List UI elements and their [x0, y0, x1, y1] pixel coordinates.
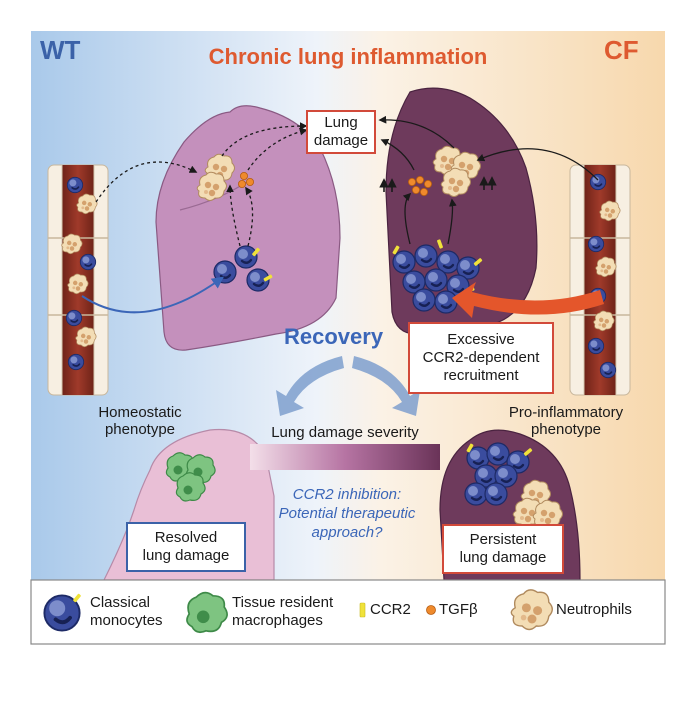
diagram-title: Chronic lung inflammation: [208, 44, 488, 69]
right-solid-arrows: [378, 115, 599, 245]
proinflammatory-phenotype-label: Pro-inflammatory phenotype: [496, 404, 636, 439]
question-line-1: CCR2 inhibition:: [292, 486, 402, 503]
legend-macrophages-line-1: Tissue resident: [232, 594, 334, 611]
right-blood-vessel: [569, 164, 631, 396]
legend-ccr2-label: CCR2: [370, 601, 411, 618]
persistent-line-1: Persistent: [469, 531, 537, 548]
legend-monocytes-line-1: Classical: [90, 594, 151, 611]
legend-ccr2-icon: [359, 602, 366, 618]
lung-damage-line-1: Lung: [324, 114, 358, 131]
legend-tgfb-label: TGFβ: [439, 601, 478, 618]
recovery-arrow-left: [276, 356, 344, 416]
legend-monocytes-line-2: monocytes: [90, 612, 163, 629]
recovery-label: Recovery: [284, 324, 384, 349]
wt-label: WT: [40, 35, 81, 65]
legend-monocytes-label: Classical monocytes: [90, 594, 163, 630]
diseased-lung: [385, 87, 538, 335]
excessive-recruitment-box: Excessive CCR2-dependent recruitment: [408, 322, 554, 394]
cf-label: CF: [604, 35, 639, 65]
lung-damage-box: Lung damage: [306, 110, 376, 154]
excessive-line-3: recruitment: [443, 367, 519, 384]
persistent-line-2: lung damage: [459, 549, 547, 566]
increase-arrows: [379, 176, 497, 192]
severity-gradient-bar: [250, 444, 440, 470]
resolved-line-2: lung damage: [142, 547, 230, 564]
proinflammatory-line-1: Pro-inflammatory: [508, 404, 624, 421]
legend-tgfb-icon: [426, 605, 436, 615]
homeostatic-phenotype-label: Homeostatic phenotype: [80, 404, 200, 439]
homeostatic-line-1: Homeostatic: [98, 404, 182, 421]
persistent-damage-box: Persistent lung damage: [442, 524, 564, 574]
lung-damage-line-2: damage: [313, 132, 369, 149]
therapeutic-question: CCR2 inhibition: Potential therapeutic a…: [262, 486, 432, 542]
homeostatic-recruitment-arrow: [81, 276, 224, 314]
excessive-recruitment-arrow: [452, 282, 604, 318]
left-dashed-arrows: [95, 122, 308, 247]
question-line-3: approach?: [311, 523, 383, 541]
question-line-2: Potential therapeutic: [278, 504, 416, 522]
resolved-damage-box: Resolved lung damage: [126, 522, 246, 572]
legend-neutrophil-icon: [510, 589, 553, 631]
excessive-line-2: CCR2-dependent: [422, 349, 540, 366]
legend-neutrophils-label: Neutrophils: [556, 601, 632, 618]
severity-label: Lung damage severity: [271, 424, 419, 441]
legend-monocyte-icon: [42, 593, 82, 633]
proinflammatory-line-2: phenotype: [530, 421, 602, 439]
resolved-line-1: Resolved: [154, 529, 218, 546]
legend-macrophages-line-2: macrophages: [232, 612, 323, 629]
recovery-arrow-right: [352, 356, 420, 416]
excessive-line-1: Excessive: [447, 331, 515, 348]
homeostatic-line-2: phenotype: [104, 421, 176, 439]
legend-panel: [30, 579, 666, 645]
legend-macrophages-label: Tissue resident macrophages: [232, 594, 333, 630]
healthy-lung: [155, 105, 341, 351]
